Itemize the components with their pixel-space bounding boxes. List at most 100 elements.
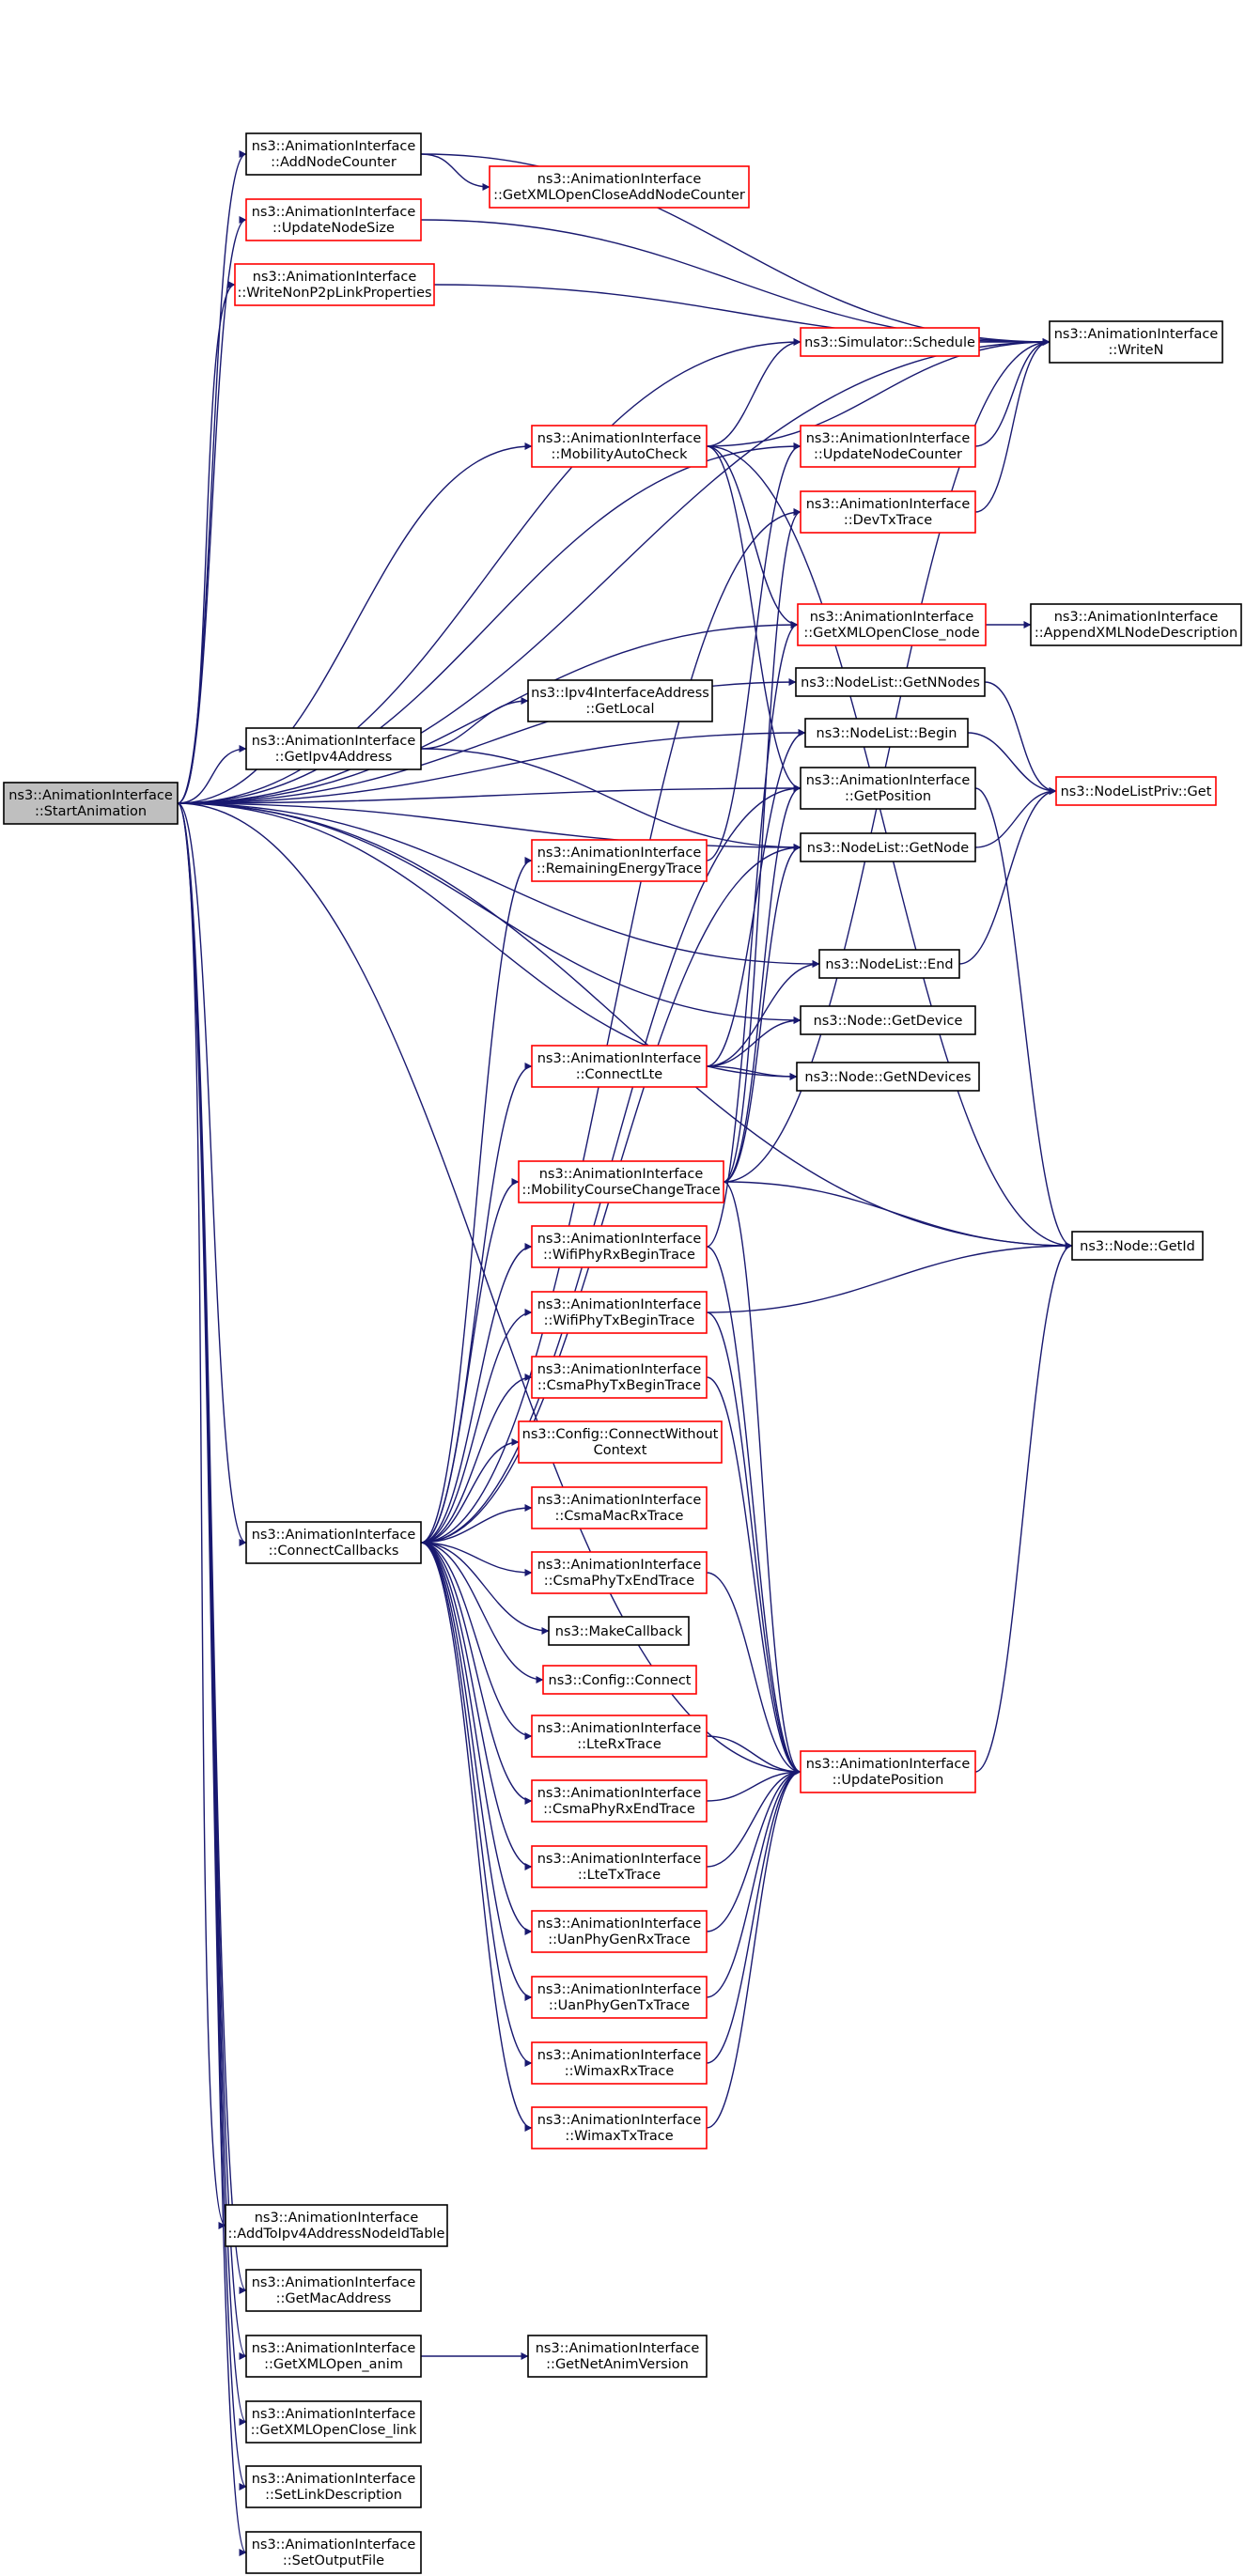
node-make-callback[interactable]: ns3::MakeCallback bbox=[548, 1616, 690, 1646]
node-get-xmlopen-close-node[interactable]: ns3::AnimationInterface::GetXMLOpenClose… bbox=[797, 603, 987, 646]
node-label-line: ::ConnectCallbacks bbox=[269, 1544, 399, 1559]
node-label-line: ns3::AnimationInterface bbox=[539, 1167, 704, 1182]
node-connect-lte[interactable]: ns3::AnimationInterface::ConnectLte bbox=[531, 1045, 708, 1088]
node-box bbox=[531, 1356, 708, 1399]
node-write-non-p2p[interactable]: ns3::AnimationInterface::WriteNonP2pLink… bbox=[234, 263, 435, 306]
node-lte-rx-trace[interactable]: ns3::AnimationInterface::LteRxTrace bbox=[531, 1715, 708, 1758]
node-mobility-course-change-trace[interactable]: ns3::AnimationInterface::MobilityCourseC… bbox=[518, 1160, 724, 1203]
edge-mobility-course-change-trace-to-get-position bbox=[723, 784, 801, 1183]
node-set-output-file[interactable]: ns3::AnimationInterface::SetOutputFile bbox=[245, 2531, 422, 2574]
node-label-line: ::AddToIpv4AddressNodeIdTable bbox=[228, 2227, 445, 2242]
node-label-line: ::UanPhyGenTxTrace bbox=[549, 1998, 690, 2013]
node-ipv4-get-local[interactable]: ns3::Ipv4InterfaceAddress::GetLocal bbox=[527, 679, 713, 722]
node-get-mac-address[interactable]: ns3::AnimationInterface::GetMacAddress bbox=[245, 2269, 422, 2312]
node-get-xmlopen-anim[interactable]: ns3::AnimationInterface::GetXMLOpen_anim bbox=[245, 2335, 422, 2378]
node-label-line: ::GetPosition bbox=[845, 789, 931, 804]
node-box bbox=[818, 949, 960, 979]
edge-connect-callbacks-to-wimax-rx-trace bbox=[420, 1542, 533, 2067]
node-box bbox=[797, 603, 987, 646]
edge-get-nnodes-to-node-list-priv-get bbox=[984, 681, 1057, 795]
node-box bbox=[531, 1486, 708, 1529]
node-box bbox=[527, 2335, 708, 2378]
node-label-line: ns3::AnimationInterface bbox=[536, 2341, 700, 2356]
node-uan-phy-gen-rx-trace[interactable]: ns3::AnimationInterface::UanPhyGenRxTrac… bbox=[531, 1910, 708, 1953]
node-label-line: ns3::Node::GetId bbox=[1080, 1239, 1195, 1254]
edge-connect-callbacks-to-dev-tx-trace bbox=[420, 508, 801, 1544]
edge-connect-callbacks-to-mobility-course-change-trace bbox=[420, 1178, 520, 1544]
node-update-node-counter[interactable]: ns3::AnimationInterface::UpdateNodeCount… bbox=[800, 425, 976, 468]
node-node-list-get-node[interactable]: ns3::NodeList::GetNode bbox=[800, 832, 976, 862]
node-get-xmlopen-close-add-node-counter[interactable]: ns3::AnimationInterface::GetXMLOpenClose… bbox=[489, 165, 750, 209]
node-label-line: ns3::AnimationInterface bbox=[252, 2472, 416, 2487]
node-label-line: ns3::AnimationInterface bbox=[537, 1297, 702, 1312]
edge-mobility-auto-check-to-get-xmlopen-close-node bbox=[706, 445, 799, 628]
node-lte-tx-trace[interactable]: ns3::AnimationInterface::LteTxTrace bbox=[531, 1845, 708, 1888]
node-node-get-device[interactable]: ns3::Node::GetDevice bbox=[800, 1005, 976, 1035]
node-remaining-energy-trace[interactable]: ns3::AnimationInterface::RemainingEnergy… bbox=[531, 839, 708, 882]
node-label-line: ns3::AnimationInterface bbox=[810, 610, 974, 625]
edge-csma-phy-tx-end-trace-to-update-position bbox=[706, 1572, 801, 1776]
node-mobility-auto-check[interactable]: ns3::AnimationInterface::MobilityAutoChe… bbox=[531, 425, 708, 468]
node-box bbox=[234, 263, 435, 306]
node-label-line: ::GetXMLOpenCloseAddNodeCounter bbox=[493, 188, 745, 203]
node-box bbox=[531, 2041, 708, 2085]
node-label-line: ::GetMacAddress bbox=[276, 2291, 392, 2306]
node-box bbox=[518, 1420, 723, 1464]
node-label-line: ::GetLocal bbox=[585, 702, 654, 717]
edge-mobility-course-change-trace-to-write-n bbox=[723, 338, 1050, 1183]
edge-node-list-get-node-to-node-list-priv-get bbox=[974, 787, 1057, 848]
node-label-line: ::WifiPhyRxBeginTrace bbox=[543, 1248, 695, 1263]
node-set-link-description[interactable]: ns3::AnimationInterface::SetLinkDescript… bbox=[245, 2465, 422, 2508]
node-config-connect[interactable]: ns3::Config::Connect bbox=[542, 1665, 697, 1695]
node-wifi-phy-rx-begin-trace[interactable]: ns3::AnimationInterface::WifiPhyRxBeginT… bbox=[531, 1225, 708, 1268]
node-uan-phy-gen-tx-trace[interactable]: ns3::AnimationInterface::UanPhyGenTxTrac… bbox=[531, 1976, 708, 2019]
node-update-position[interactable]: ns3::AnimationInterface::UpdatePosition bbox=[800, 1750, 976, 1793]
node-label-line: ::StartAnimation bbox=[35, 804, 147, 819]
node-schedule[interactable]: ns3::Simulator::Schedule bbox=[800, 327, 980, 357]
node-wimax-rx-trace[interactable]: ns3::AnimationInterface::WimaxRxTrace bbox=[531, 2041, 708, 2085]
node-connect-callbacks[interactable]: ns3::AnimationInterface::ConnectCallback… bbox=[245, 1521, 422, 1564]
node-wifi-phy-tx-begin-trace[interactable]: ns3::AnimationInterface::WifiPhyTxBeginT… bbox=[531, 1291, 708, 1334]
node-start[interactable]: ns3::AnimationInterface::StartAnimation bbox=[3, 782, 179, 825]
node-label-line: ns3::AnimationInterface bbox=[537, 2048, 702, 2063]
node-label-line: ::CsmaMacRxTrace bbox=[555, 1509, 684, 1524]
node-node-list-end[interactable]: ns3::NodeList::End bbox=[818, 949, 960, 979]
node-csma-mac-rx-trace[interactable]: ns3::AnimationInterface::CsmaMacRxTrace bbox=[531, 1486, 708, 1529]
edge-mobility-auto-check-to-schedule bbox=[706, 338, 801, 447]
node-get-net-anim-version[interactable]: ns3::AnimationInterface::GetNetAnimVersi… bbox=[527, 2335, 708, 2378]
edge-connect-callbacks-to-connect-lte bbox=[420, 1063, 533, 1544]
edge-start-to-add-node-counter bbox=[177, 150, 247, 804]
node-wimax-tx-trace[interactable]: ns3::AnimationInterface::WimaxTxTrace bbox=[531, 2106, 708, 2149]
node-node-get-ndevices[interactable]: ns3::Node::GetNDevices bbox=[796, 1062, 980, 1092]
node-get-nnodes[interactable]: ns3::NodeList::GetNNodes bbox=[795, 667, 986, 697]
node-label-line: ::SetOutputFile bbox=[283, 2553, 384, 2568]
node-label-line: ns3::Node::GetDevice bbox=[814, 1014, 963, 1029]
node-add-to-ipv4[interactable]: ns3::AnimationInterface::AddToIpv4Addres… bbox=[225, 2204, 448, 2247]
node-label-line: ::WifiPhyTxBeginTrace bbox=[544, 1313, 695, 1328]
node-label-line: ns3::AnimationInterface bbox=[537, 846, 702, 861]
node-dev-tx-trace[interactable]: ns3::AnimationInterface::DevTxTrace bbox=[800, 490, 976, 534]
node-label-line: ns3::AnimationInterface bbox=[252, 139, 416, 154]
node-box bbox=[531, 1225, 708, 1268]
node-label-line: ::SetLinkDescription bbox=[265, 2488, 402, 2503]
edge-connect-callbacks-to-uan-phy-gen-rx-trace bbox=[420, 1542, 533, 1935]
node-write-n[interactable]: ns3::AnimationInterface::WriteN bbox=[1049, 320, 1223, 364]
node-get-ipv4-address[interactable]: ns3::AnimationInterface::GetIpv4Address bbox=[245, 727, 422, 770]
node-label-line: ::UanPhyGenRxTrace bbox=[548, 1932, 691, 1948]
node-label-line: ::WimaxRxTrace bbox=[565, 2064, 675, 2079]
node-update-node-size[interactable]: ns3::AnimationInterface::UpdateNodeSize bbox=[245, 198, 422, 241]
node-csma-phy-tx-begin-trace[interactable]: ns3::AnimationInterface::CsmaPhyTxBeginT… bbox=[531, 1356, 708, 1399]
node-node-get-id[interactable]: ns3::Node::GetId bbox=[1071, 1231, 1204, 1261]
node-get-xmlopen-close-link[interactable]: ns3::AnimationInterface::GetXMLOpenClose… bbox=[245, 2400, 422, 2444]
node-csma-phy-tx-end-trace[interactable]: ns3::AnimationInterface::CsmaPhyTxEndTra… bbox=[531, 1551, 708, 1594]
node-box bbox=[531, 425, 708, 468]
node-csma-phy-rx-end-trace[interactable]: ns3::AnimationInterface::CsmaPhyRxEndTra… bbox=[531, 1779, 708, 1823]
node-get-position[interactable]: ns3::AnimationInterface::GetPosition bbox=[800, 767, 976, 810]
node-append-xmlnode-description[interactable]: ns3::AnimationInterface::AppendXMLNodeDe… bbox=[1030, 603, 1242, 646]
node-node-list-priv-get[interactable]: ns3::NodeListPriv::Get bbox=[1055, 776, 1217, 806]
node-node-list-begin[interactable]: ns3::NodeList::Begin bbox=[804, 718, 969, 748]
node-label-line: ns3::AnimationInterface bbox=[252, 734, 416, 749]
node-add-node-counter[interactable]: ns3::AnimationInterface::AddNodeCounter bbox=[245, 132, 422, 176]
